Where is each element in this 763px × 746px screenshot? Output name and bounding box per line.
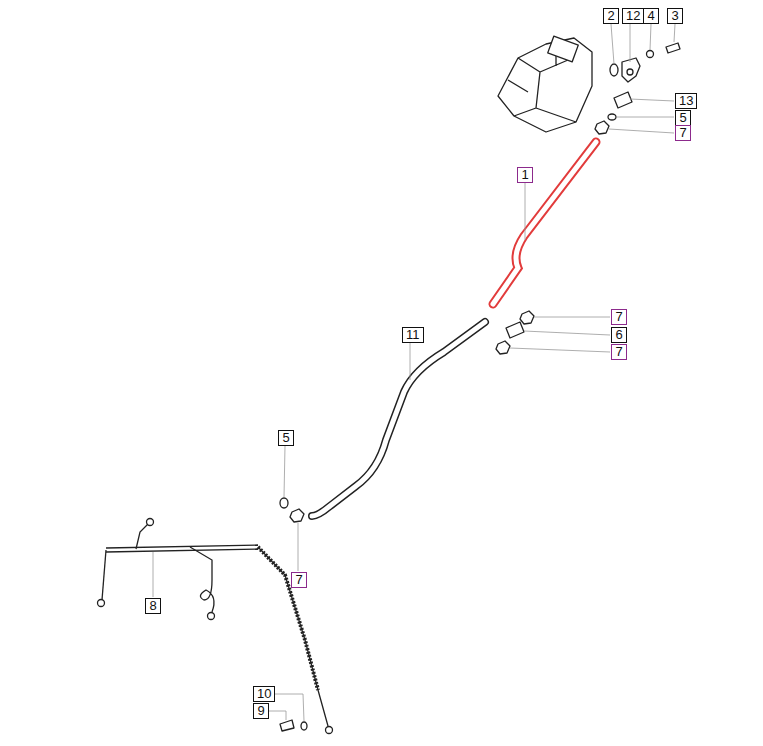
callout-number: 8 [145, 598, 161, 614]
callout-number: 2 [603, 8, 619, 24]
fitting [614, 92, 632, 108]
o-ring [610, 64, 618, 76]
callout-number: 13 [675, 93, 697, 109]
housing [498, 38, 592, 132]
elbow-flange [622, 58, 640, 82]
red-tube [493, 142, 596, 304]
washer [647, 51, 654, 58]
callout-number: 10 [253, 686, 275, 702]
leader-lines [153, 24, 675, 721]
callout-number: 7 [675, 125, 691, 141]
callout-number: 5 [675, 110, 691, 126]
callout-number: 7 [611, 309, 627, 325]
callout-number: 1 [517, 167, 533, 183]
callout-number: 3 [667, 8, 683, 24]
tube [312, 322, 485, 516]
callout-number: 7 [611, 344, 627, 360]
callout-number: 11 [402, 327, 424, 343]
nut [595, 121, 609, 134]
bolt [666, 43, 680, 53]
line-assembly [98, 519, 333, 734]
callout-number: 9 [253, 703, 269, 719]
callout-number: 5 [278, 430, 294, 446]
callout-number: 4 [643, 8, 659, 24]
callout-number: 7 [291, 572, 307, 588]
callout-number: 6 [611, 327, 627, 343]
callout-number: 12 [622, 8, 644, 24]
o-ring [608, 114, 616, 120]
